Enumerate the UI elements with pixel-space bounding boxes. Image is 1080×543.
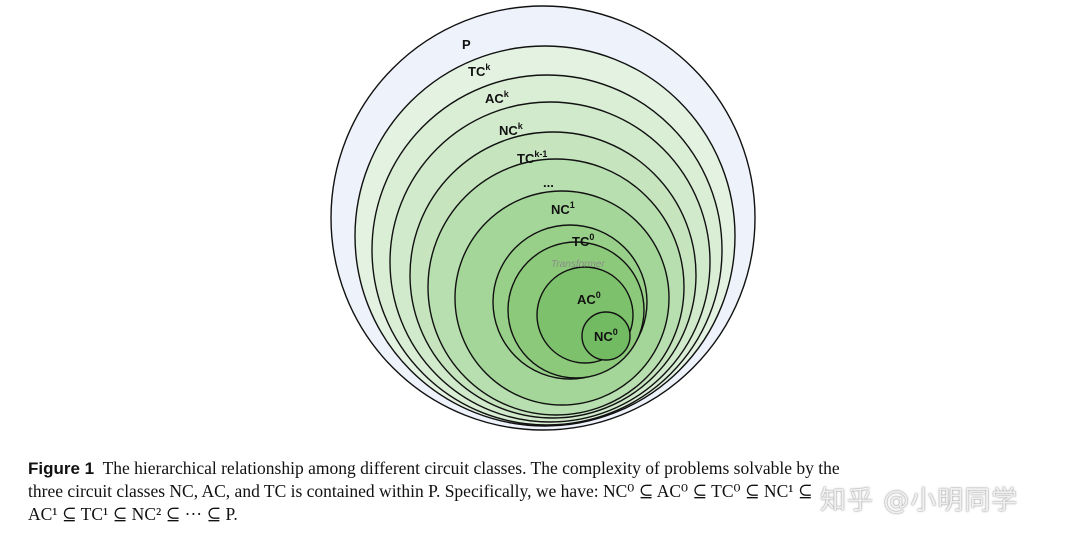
caption-text-1: The hierarchical relationship among diff… xyxy=(102,458,840,478)
label-nc1: NC1 xyxy=(551,200,575,217)
label-tck: TCk xyxy=(468,62,491,79)
label-nc0: NC0 xyxy=(594,327,618,344)
label-nck: NCk xyxy=(499,121,524,138)
circuit-class-diagram: P TCk ACk NCk TCk-1 ... NC1 TC0 Transfor… xyxy=(330,5,756,431)
figure-label: Figure 1 xyxy=(28,459,95,478)
label-ack: ACk xyxy=(485,89,510,106)
nested-circles-svg: P TCk ACk NCk TCk-1 ... NC1 TC0 Transfor… xyxy=(330,5,756,431)
label-transformer: Transformer xyxy=(551,259,605,270)
watermark: 知乎 @小明同学 xyxy=(820,486,1019,516)
label-ac0: AC0 xyxy=(577,290,601,307)
label-ellipsis: ... xyxy=(543,175,554,190)
label-tc0: TC0 xyxy=(572,232,594,249)
label-p: P xyxy=(462,37,471,52)
caption-line-3: AC¹ ⊆ TC¹ ⊆ NC² ⊆ ··· ⊆ P. xyxy=(28,504,238,524)
label-tck-minus-1: TCk-1 xyxy=(517,149,547,166)
caption-line-2: three circuit classes NC, AC, and TC is … xyxy=(28,481,813,501)
circle-nc0 xyxy=(581,311,631,361)
figure-caption: Figure 1 The hierarchical relationship a… xyxy=(28,457,1058,526)
caption-line-1: Figure 1 The hierarchical relationship a… xyxy=(28,457,1058,480)
